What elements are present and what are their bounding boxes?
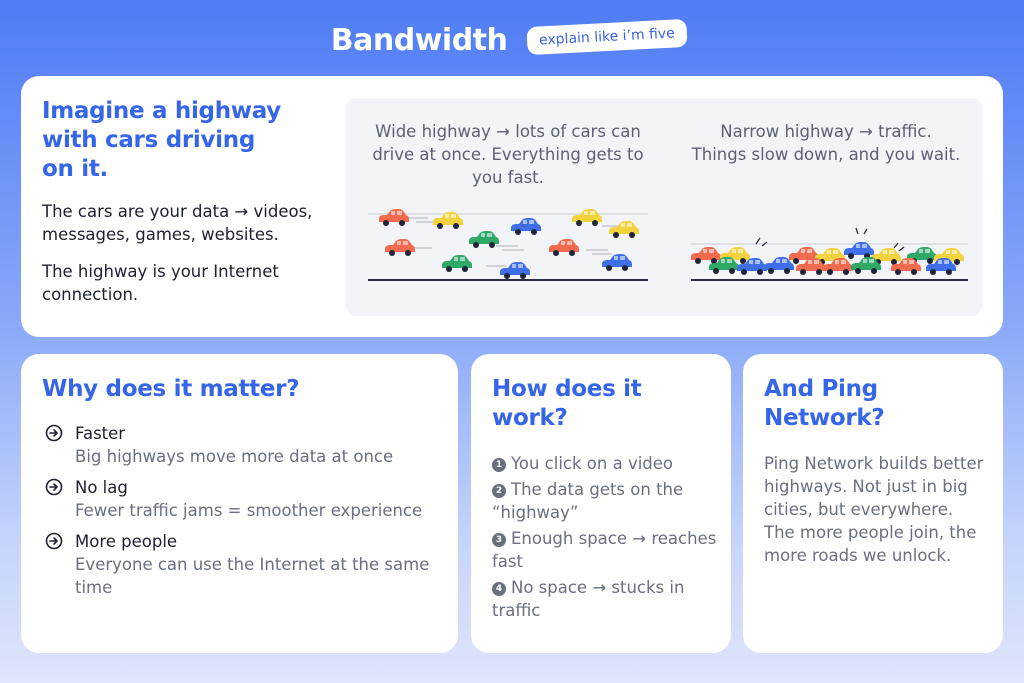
why-heading: Why does it matter? — [42, 376, 300, 402]
header: Bandwidth explain like i’m five — [0, 18, 1024, 62]
step-number: 4 — [492, 582, 506, 596]
arrow-circle-icon — [45, 532, 63, 550]
why-item-no-lag: No lag Fewer traffic jams = smoother exp… — [45, 476, 445, 522]
intro-text: Imagine a highway with cars driving on i… — [42, 97, 342, 306]
arrow-circle-icon — [45, 424, 63, 442]
step-number: 3 — [492, 533, 506, 547]
how-heading: How does it work? — [492, 376, 642, 431]
why-list: Faster Big highways move more data at on… — [45, 422, 445, 607]
highway-drawing — [368, 209, 968, 281]
intro-paragraph-data: The cars are your data → videos, message… — [42, 202, 313, 244]
why-item-more-people: More people Everyone can use the Interne… — [45, 530, 445, 599]
how-card: How does it work? 1 You click on a video … — [471, 354, 731, 653]
ping-heading: And Ping Network? — [764, 376, 885, 431]
why-item-faster: Faster Big highways move more data at on… — [45, 422, 445, 468]
why-card: Why does it matter? Faster Big highways … — [21, 354, 458, 653]
step-text: The data gets on the “highway” — [492, 480, 684, 522]
why-item-desc: Big highways move more data at once — [75, 447, 394, 466]
intro-paragraph-highway: The highway is your Internet connection. — [42, 262, 279, 304]
highway-illustration: Wide highway → lots of cars can drive at… — [346, 98, 982, 316]
intro-heading: Imagine a highway with cars driving on i… — [42, 98, 281, 182]
eli5-badge: explain like i’m five — [526, 18, 688, 56]
why-item-desc: Everyone can use the Internet at the sam… — [75, 555, 430, 597]
why-item-label: More people — [75, 532, 178, 551]
page-title: Bandwidth — [330, 22, 508, 58]
step-text: Enough space → reaches fast — [492, 529, 717, 571]
step-text: You click on a video — [511, 454, 674, 473]
step-text: No space → stucks in traffic — [492, 578, 685, 620]
narrow-highway — [691, 227, 968, 281]
step-number: 1 — [492, 458, 506, 472]
wide-highway-caption: Wide highway → lots of cars can drive at… — [372, 122, 644, 187]
narrow-highway-caption: Narrow highway → traffic. Things slow do… — [691, 122, 961, 164]
step-number: 2 — [492, 484, 506, 498]
why-item-label: Faster — [75, 424, 126, 443]
wide-highway — [368, 209, 648, 281]
ping-card: And Ping Network? Ping Network builds be… — [743, 354, 1003, 653]
intro-card: Imagine a highway with cars driving on i… — [21, 76, 1003, 337]
ping-description: Ping Network builds better highways. Not… — [764, 454, 984, 565]
how-step: 1 You click on a video — [492, 452, 717, 475]
why-item-label: No lag — [75, 478, 128, 497]
why-item-desc: Fewer traffic jams = smoother experience — [75, 501, 423, 520]
arrow-circle-icon — [45, 478, 63, 496]
